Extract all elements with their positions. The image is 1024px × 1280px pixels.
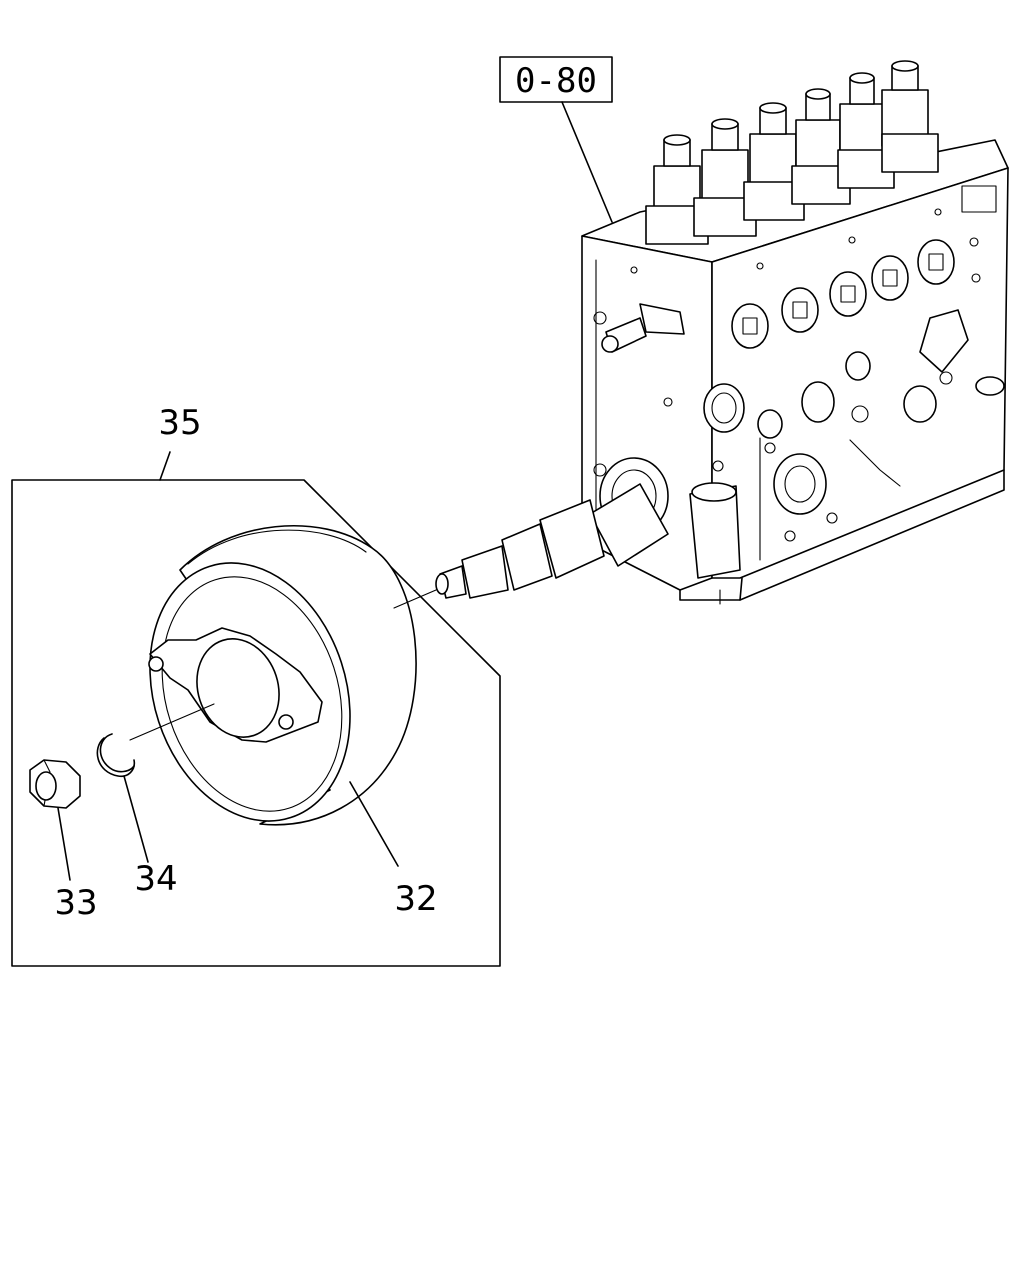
camshaft (435, 483, 669, 599)
shaft-axis-front (129, 703, 215, 741)
delivery-valve-holders (653, 60, 929, 223)
callout-washer[interactable]: 34 (134, 859, 177, 899)
callout-timer[interactable]: 32 (394, 879, 437, 919)
timer (148, 524, 417, 826)
nut-leader (57, 807, 71, 881)
callout-nut[interactable]: 33 (54, 883, 97, 923)
injection-pump (435, 60, 1009, 605)
washer-leader (123, 775, 149, 863)
reference-tag[interactable]: 0-80 (515, 61, 597, 101)
washer (96, 733, 136, 778)
assembly-leader (159, 451, 171, 481)
reference-tag-box (499, 56, 613, 103)
reference-leader (561, 101, 613, 223)
shaft-axis-rear (393, 589, 437, 609)
nut (29, 759, 81, 809)
assembly-outline (11, 479, 501, 967)
plunger-windows (731, 239, 955, 349)
timer-leader (349, 781, 399, 867)
callout-assembly[interactable]: 35 (158, 403, 201, 443)
